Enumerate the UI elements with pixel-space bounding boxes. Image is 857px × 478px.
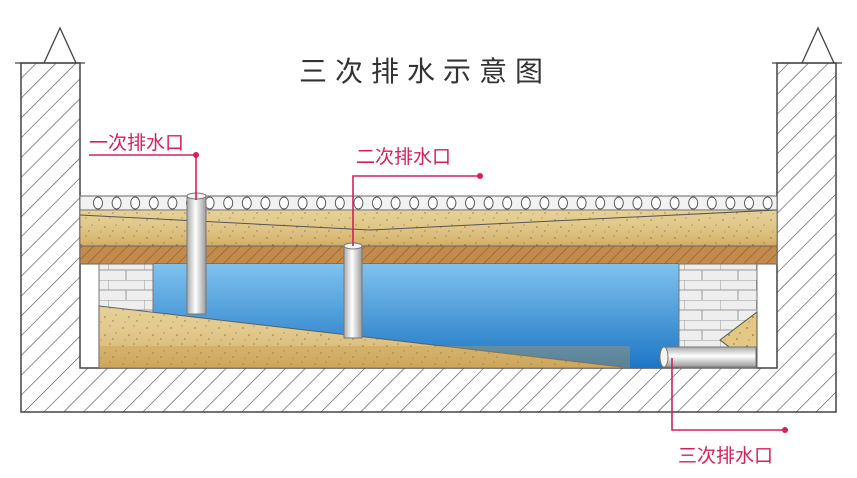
tertiary-drain-pipe [659,346,757,368]
elevation-marker-icon [15,26,85,64]
concrete-slab [79,245,778,265]
pebble [632,196,643,210]
pebble [465,196,475,210]
pebble [558,196,568,210]
elevation-marker-icon [772,26,842,64]
pebble [669,196,680,210]
pebble [762,196,773,210]
pebble [520,196,531,210]
pebble [316,196,327,210]
pebble [372,196,382,210]
pebble [297,196,308,210]
pebble [725,196,736,210]
pebble [130,196,141,210]
pebble [502,196,513,210]
pebble [390,196,401,210]
pebble [706,196,717,210]
primary-drain-label: 一次排水口 [89,132,185,154]
pebble [595,196,606,210]
callout-dots [193,152,788,433]
pebble [651,196,661,210]
secondary-drain-label: 二次排水口 [356,146,452,168]
pebble [93,196,103,210]
pebble [446,196,457,210]
pebble [148,196,159,210]
pebble [539,196,550,210]
pebble [409,196,420,210]
pebble [576,196,587,210]
pebble [744,196,754,210]
secondary-drain-pipe [343,242,363,339]
pebble [167,196,178,210]
pebble [111,196,122,210]
pebble [223,196,234,210]
pebble-layer [79,195,778,211]
diagram-title: 三次排水示意图 [298,55,551,88]
pebble [279,196,289,210]
pebble [427,196,438,210]
pebble [688,196,699,210]
pebble [613,196,624,210]
primary-drain-pipe [186,192,207,315]
pebble [353,196,364,210]
pebble [334,196,345,210]
pebble [483,196,494,210]
tertiary-drain-label: 三次排水口 [678,445,774,467]
pebble [260,196,271,210]
pebble [241,196,252,210]
